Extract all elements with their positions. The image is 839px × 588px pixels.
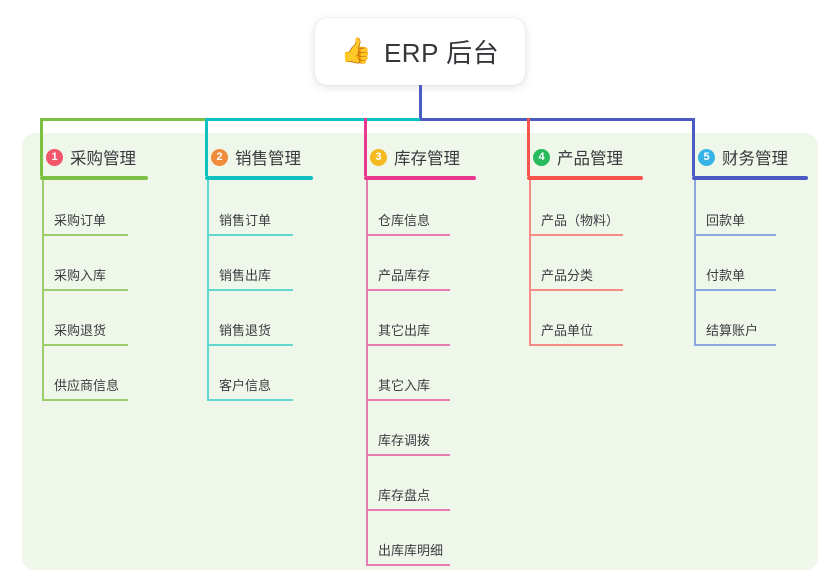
branch-2-item-rule-3 bbox=[207, 344, 293, 346]
trunk-segment-1 bbox=[40, 118, 205, 121]
trunk-segment-3 bbox=[420, 118, 693, 121]
branch-drop-line-5 bbox=[692, 118, 695, 176]
branch-1-item-1[interactable]: 采购订单 bbox=[54, 213, 107, 228]
branch-drop-line-2 bbox=[205, 118, 208, 176]
branch-badge-2: 2 bbox=[211, 148, 228, 166]
branch-badge-1: 1 bbox=[46, 148, 63, 166]
branch-3-item-rule-2 bbox=[366, 289, 450, 291]
branch-4-item-1[interactable]: 产品（物料） bbox=[541, 213, 620, 228]
branch-title-4: 产品管理 bbox=[557, 150, 623, 168]
root-node[interactable]: 👍 ERP 后台 bbox=[315, 18, 525, 85]
branch-3-item-3[interactable]: 其它出库 bbox=[378, 323, 431, 338]
branch-1-item-rule-2 bbox=[42, 289, 128, 291]
branch-3-item-rule-1 bbox=[366, 234, 450, 236]
branch-badge-5: 5 bbox=[698, 148, 715, 166]
branch-2-item-1[interactable]: 销售订单 bbox=[219, 213, 272, 228]
branch-column-4: 4 产品管理 bbox=[527, 146, 623, 168]
branch-title-1: 采购管理 bbox=[70, 150, 136, 168]
branch-2-item-4[interactable]: 客户信息 bbox=[219, 378, 272, 393]
branch-2-item-2[interactable]: 销售出库 bbox=[219, 268, 272, 283]
branch-4-item-rule-2 bbox=[529, 289, 623, 291]
branch-5-item-1[interactable]: 回款单 bbox=[706, 213, 746, 228]
branch-4-item-rule-1 bbox=[529, 234, 623, 236]
branch-spine-4 bbox=[529, 180, 531, 346]
branch-2-item-rule-4 bbox=[207, 399, 293, 401]
branch-header-rule-5 bbox=[692, 176, 808, 180]
branch-title-2: 销售管理 bbox=[235, 150, 301, 168]
branch-5-item-2[interactable]: 付款单 bbox=[706, 268, 746, 283]
branch-3-item-1[interactable]: 仓库信息 bbox=[378, 213, 431, 228]
branch-2-item-rule-1 bbox=[207, 234, 293, 236]
branch-3-item-rule-3 bbox=[366, 344, 450, 346]
branch-1-item-2[interactable]: 采购入库 bbox=[54, 268, 107, 283]
branch-header-rule-1 bbox=[40, 176, 148, 180]
branches-panel bbox=[22, 133, 818, 570]
branch-3-item-6[interactable]: 库存盘点 bbox=[378, 488, 431, 503]
branch-4-item-3[interactable]: 产品单位 bbox=[541, 323, 594, 338]
branch-header-rule-3 bbox=[364, 176, 476, 180]
thumbs-up-icon: 👍 bbox=[340, 37, 372, 65]
root-node-content: 👍 ERP 后台 bbox=[341, 33, 499, 70]
branch-5-item-rule-2 bbox=[694, 289, 776, 291]
branch-1-item-3[interactable]: 采购退货 bbox=[54, 323, 107, 338]
branch-2-item-3[interactable]: 销售退货 bbox=[219, 323, 272, 338]
branch-header-4[interactable]: 4 产品管理 bbox=[527, 146, 623, 168]
branch-title-3: 库存管理 bbox=[394, 150, 460, 168]
branch-4-item-rule-3 bbox=[529, 344, 623, 346]
branch-5-item-rule-1 bbox=[694, 234, 776, 236]
branch-drop-line-3 bbox=[364, 118, 367, 176]
branch-header-3[interactable]: 3 库存管理 bbox=[364, 146, 460, 168]
branch-column-5: 5 财务管理 bbox=[692, 146, 788, 168]
branch-1-item-4[interactable]: 供应商信息 bbox=[54, 378, 120, 393]
branch-spine-5 bbox=[694, 180, 696, 346]
branch-1-item-rule-1 bbox=[42, 234, 128, 236]
branch-3-item-5[interactable]: 库存调拨 bbox=[378, 433, 431, 448]
branch-spine-3 bbox=[366, 180, 368, 566]
branch-3-item-4[interactable]: 其它入库 bbox=[378, 378, 431, 393]
branch-4-item-2[interactable]: 产品分类 bbox=[541, 268, 594, 283]
branch-column-1: 1 采购管理 bbox=[40, 146, 136, 168]
branch-3-item-rule-7 bbox=[366, 564, 450, 566]
branch-1-item-rule-4 bbox=[42, 399, 128, 401]
root-stem-line bbox=[419, 85, 422, 121]
branch-header-rule-2 bbox=[205, 176, 313, 180]
branch-column-3: 3 库存管理 bbox=[364, 146, 460, 168]
branch-3-item-rule-6 bbox=[366, 509, 450, 511]
branch-header-5[interactable]: 5 财务管理 bbox=[692, 146, 788, 168]
branch-badge-4: 4 bbox=[533, 148, 550, 166]
branch-5-item-3[interactable]: 结算账户 bbox=[706, 323, 759, 338]
branch-1-item-rule-3 bbox=[42, 344, 128, 346]
branch-2-item-rule-2 bbox=[207, 289, 293, 291]
branch-header-2[interactable]: 2 销售管理 bbox=[205, 146, 301, 168]
branch-drop-line-1 bbox=[40, 118, 43, 176]
branch-column-2: 2 销售管理 bbox=[205, 146, 301, 168]
trunk-segment-2 bbox=[205, 118, 420, 121]
branch-header-1[interactable]: 1 采购管理 bbox=[40, 146, 136, 168]
branch-badge-3: 3 bbox=[370, 148, 387, 166]
branch-header-rule-4 bbox=[527, 176, 643, 180]
branch-3-item-7[interactable]: 出库库明细 bbox=[378, 543, 444, 558]
branch-3-item-rule-4 bbox=[366, 399, 450, 401]
branch-5-item-rule-3 bbox=[694, 344, 776, 346]
root-node-title: ERP 后台 bbox=[383, 38, 500, 68]
branch-3-item-rule-5 bbox=[366, 454, 450, 456]
branch-drop-line-4 bbox=[527, 118, 530, 176]
branch-title-5: 财务管理 bbox=[722, 150, 788, 168]
branch-3-item-2[interactable]: 产品库存 bbox=[378, 268, 431, 283]
